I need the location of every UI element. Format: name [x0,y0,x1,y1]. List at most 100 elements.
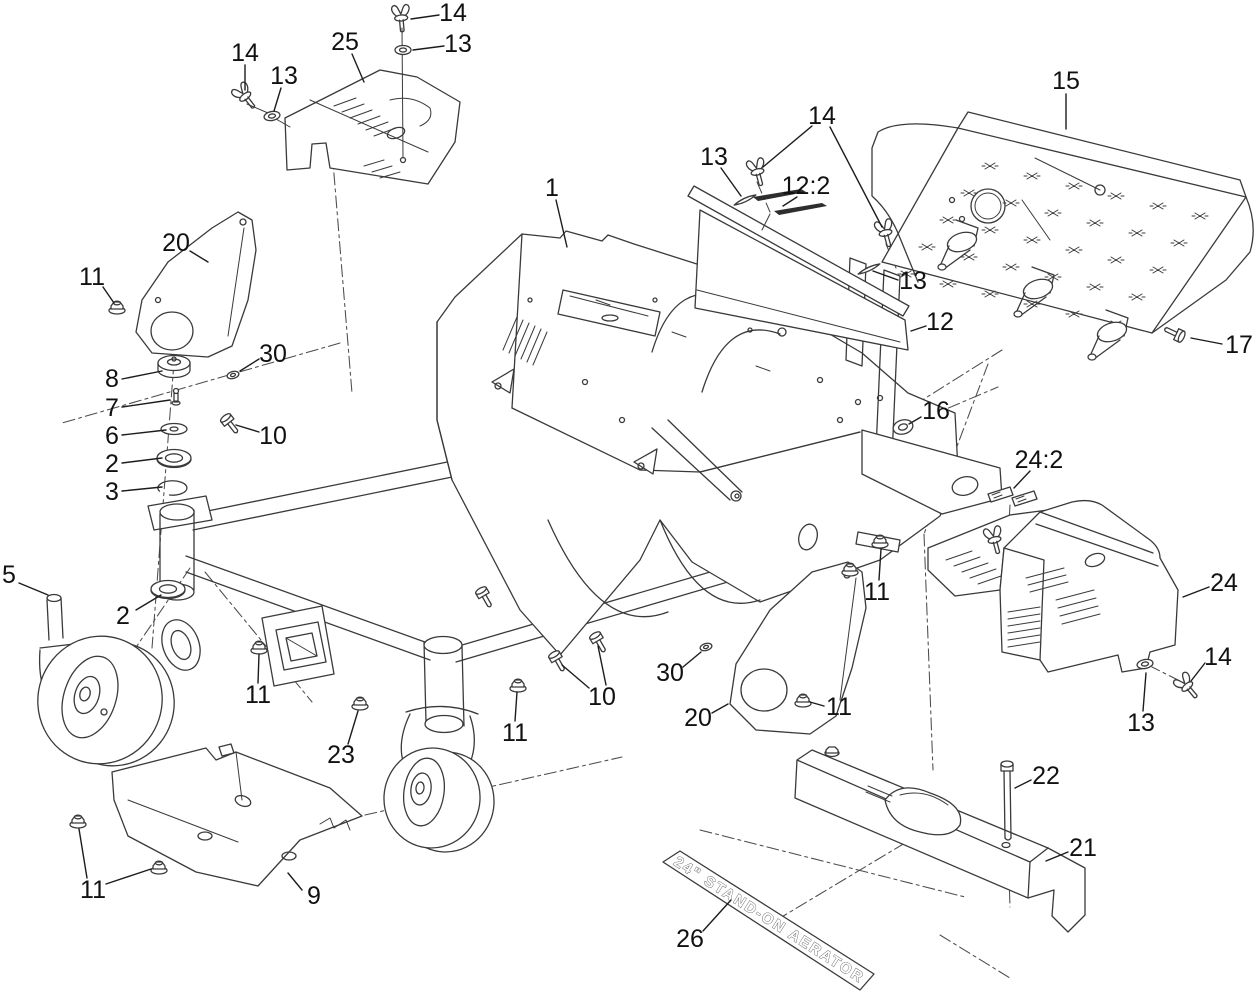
washer-icon [263,110,281,122]
grease-fitting-icon [171,387,181,406]
callout-label: 11 [79,263,105,291]
callout-label: 13 [899,267,927,295]
cleat-mark [918,243,936,251]
callout-label: 24 [1210,569,1238,597]
cleat-mark [1065,182,1083,190]
flange-nut-icon [150,860,168,875]
callout-label: 11 [826,693,852,721]
cleat-mark [981,226,999,234]
cleat-mark [1170,239,1188,247]
part-decal-26: 24" STAND-ON AERATOR [662,850,875,991]
leader-line [1013,470,1031,489]
washer-icon [1136,658,1154,670]
leader-line [1182,586,1210,598]
decal-26-text: 24" STAND-ON AERATOR [671,853,868,987]
cleat-mark [1065,246,1083,254]
cleat-mark [981,162,999,170]
wing-bolt-icon [390,3,410,33]
flange-nut-icon [250,640,268,655]
wing-bolt-icon [1172,671,1198,699]
leader-line [121,486,163,492]
wing-bolt-icon [231,81,256,109]
part-skid-plate-9 [111,743,363,887]
callout-label: 20 [684,704,712,732]
wing-bolt-icon [745,157,765,187]
wing-bolt-icon [982,525,1002,555]
leader-line [102,286,115,304]
part-tread-plate-15 [871,111,1254,361]
leader-line [235,424,260,433]
leader-line [257,653,260,684]
leader-line [514,691,518,722]
callout-label: 13 [1127,709,1155,737]
tine-tip [1087,353,1097,361]
leader-line [1045,851,1069,862]
callout-label: 13 [270,62,298,90]
cleat-mark [1023,236,1041,244]
flange-nut-icon [351,696,369,711]
part-main-frame [147,230,1003,734]
cleat-mark [1044,209,1062,217]
callout-label: 14 [231,39,259,67]
leader-line [135,594,162,611]
flange-nut-icon [841,562,859,577]
leader-line [561,664,590,689]
part-caster-left [37,593,175,767]
bearing-icon [150,579,186,600]
part-caster-center [383,705,495,853]
construction-line [885,243,897,269]
callout-label: 2 [105,450,119,478]
cleat-mark [960,189,978,197]
construction-line [939,934,1011,979]
leader-line [105,868,152,885]
tine-cone [939,245,971,270]
callout-label: 16 [922,397,950,425]
cleat-mark [1191,212,1209,220]
cleat-mark [1128,229,1146,237]
leader-line [351,53,365,83]
washer-edge-icon [857,263,881,275]
leader-line [1190,662,1206,682]
leader-line [782,196,798,207]
cleat-mark [1149,266,1167,274]
leader-line [910,325,927,332]
callout-label: 17 [1225,331,1253,359]
leader-line [412,45,445,51]
leader-line [809,701,825,707]
callout-label: 1 [545,174,559,202]
callout-label: 13 [444,30,472,58]
leader-line [189,250,209,263]
callout-label: 11 [864,578,890,606]
tine-cone [1015,292,1047,317]
carriage-bolt-icon [548,650,565,672]
part-bracket-20-left [135,211,257,358]
cleat-mark [939,216,957,224]
flange-nut-icon [794,693,812,708]
leader-line [18,582,49,596]
cleat-mark [1107,192,1125,200]
callout-label: 15 [1052,67,1080,95]
small-washer-icon [699,642,713,652]
callout-label: 14 [439,0,467,27]
callout-label: 24:2 [1015,446,1064,474]
cleat-mark [1002,263,1020,271]
callout-label: 6 [105,422,119,450]
leader-line [555,199,568,248]
cleat-mark [1128,293,1146,301]
leader-line [711,703,729,714]
callout-label: 20 [162,229,190,257]
construction-line [915,349,1003,405]
leader-line [347,710,359,745]
cleat-mark [1149,202,1167,210]
leader-line [702,899,732,932]
leader-line [829,126,883,228]
construction-line [923,533,934,771]
large-washer-icon [892,419,914,435]
callout-label: 22 [1032,762,1060,790]
leader-line [878,548,882,581]
leader-line [239,358,260,372]
flange-nut-icon [108,300,126,315]
part-deflector-12 [687,185,910,351]
